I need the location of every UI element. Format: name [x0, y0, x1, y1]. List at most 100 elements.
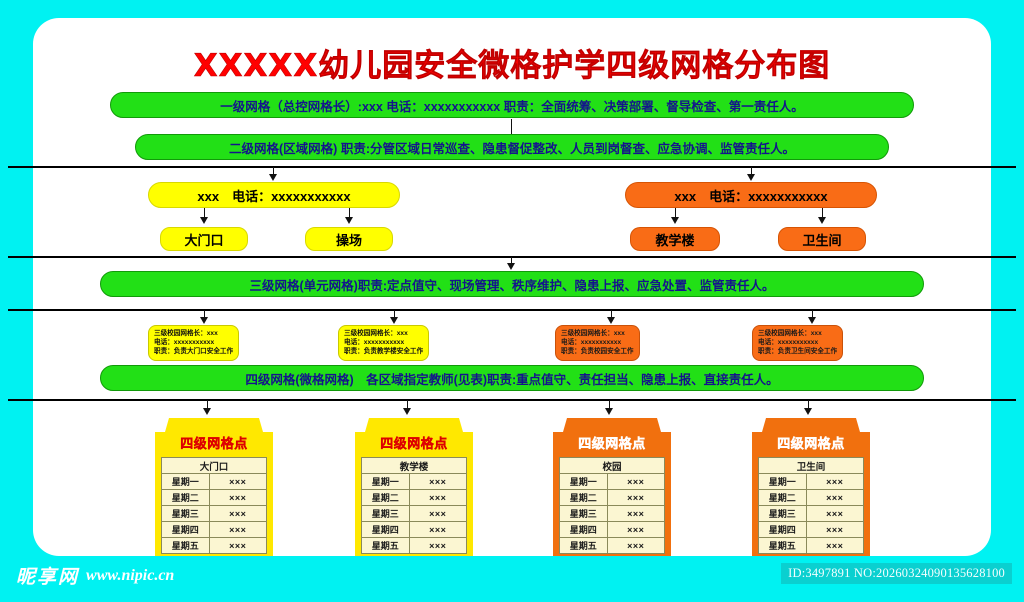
card-2-place: 教学楼 — [361, 457, 467, 474]
card-4-val-1: ××× — [805, 473, 865, 490]
grid-leader-2-line3: 职责：负责教学楼安全工作 — [344, 348, 424, 356]
connector-card-4 — [808, 400, 809, 410]
card-3-day-1: 星期一 — [559, 473, 608, 490]
area-node-restroom: 卫生间 — [778, 227, 866, 251]
arrow-area-4 — [818, 217, 826, 224]
connector-rail2-to-level3 — [511, 257, 512, 265]
arrow-level3 — [507, 263, 515, 270]
grid-leader-box-2: 三级校园网格长：xxx 电话：xxxxxxxxxxx 职责：负责教学楼安全工作 — [338, 325, 430, 361]
card-3-val-4: ××× — [606, 521, 666, 538]
contact-pill-left: xxx 电话：xxxxxxxxxxx — [148, 182, 400, 208]
grid-leader-2-line2: 电话：xxxxxxxxxxx — [344, 339, 405, 347]
contact-pill-right: xxx 电话：xxxxxxxxxxx — [625, 182, 877, 208]
card-3-val-2: ××× — [606, 489, 666, 506]
table-row: 星期五××× — [161, 537, 268, 554]
table-row: 星期二××× — [361, 489, 468, 506]
card-4-place: 卫生间 — [758, 457, 864, 474]
card-3-caption: 四级网格点 — [578, 436, 646, 452]
card-2-val-5: ××× — [408, 537, 468, 554]
card-4-table: 卫生间 星期一××× 星期二××× 星期三××× 星期四××× 星期五××× — [758, 457, 865, 554]
table-row: 星期五××× — [559, 537, 666, 554]
card-2-shield: 四级网格点 教学楼 星期一××× 星期二××× 星期三××× 星期四××× 星期… — [355, 418, 473, 560]
card-4-day-3: 星期三 — [758, 505, 807, 522]
card-2-day-4: 星期四 — [361, 521, 410, 538]
card-1-table: 大门口 星期一××× 星期二××× 星期三××× 星期四××× 星期五××× — [161, 457, 268, 554]
arrow-leader-1 — [200, 317, 208, 324]
card-4-day-1: 星期一 — [758, 473, 807, 490]
arrow-leader-2 — [390, 317, 398, 324]
connector-contactR-a — [675, 208, 676, 219]
card-1-day-3: 星期三 — [161, 505, 210, 522]
site-logo[interactable]: 昵享网 www.nipic.cn — [16, 562, 174, 589]
card-1-shield: 四级网格点 大门口 星期一××× 星期二××× 星期三××× 星期四××× 星期… — [155, 418, 273, 560]
table-row: 校园 — [559, 457, 665, 474]
arrow-area-1 — [200, 217, 208, 224]
table-row: 星期三××× — [758, 505, 865, 522]
arrow-card-1 — [203, 408, 211, 415]
table-row: 星期一××× — [758, 473, 865, 490]
level3-bar: 三级网格(单元网格)职责:定点值守、现场管理、秩序维护、隐患上报、应急处置、监管… — [100, 271, 924, 297]
connector-card-1 — [207, 400, 208, 410]
card-4-day-4: 星期四 — [758, 521, 807, 538]
rail-level3 — [8, 256, 1016, 258]
card-2-val-1: ××× — [408, 473, 468, 490]
table-row: 星期四××× — [559, 521, 666, 538]
grid-leader-box-4: 三级校园网格长：xxx 电话：xxxxxxxxxxx 职责：负责卫生间安全工作 — [752, 325, 844, 361]
arrow-contact-right — [747, 174, 755, 181]
connector-rail1-left — [273, 167, 274, 176]
arrow-leader-3 — [607, 317, 615, 324]
arrow-card-2 — [403, 408, 411, 415]
card-4-val-5: ××× — [805, 537, 865, 554]
card-1-val-1: ××× — [208, 473, 268, 490]
table-row: 教学楼 — [361, 457, 467, 474]
table-row: 大门口 — [161, 457, 267, 474]
table-row: 星期三××× — [361, 505, 468, 522]
connector-card-3 — [609, 400, 610, 410]
grid-leader-4-line2: 电话：xxxxxxxxxxx — [758, 339, 819, 347]
card-3-table: 校园 星期一××× 星期二××× 星期三××× 星期四××× 星期五××× — [559, 457, 666, 554]
level1-bar: 一级网格（总控网格长）:xxx 电话：xxxxxxxxxxx 职责：全面统筹、决… — [110, 92, 914, 118]
grid-point-card-teaching-building: 四级网格点 教学楼 星期一××× 星期二××× 星期三××× 星期四××× 星期… — [355, 418, 473, 560]
grid-point-card-restroom: 四级网格点 卫生间 星期一××× 星期二××× 星期三××× 星期四××× 星期… — [752, 418, 870, 560]
connector-leader-4 — [812, 310, 813, 319]
arrow-card-4 — [804, 408, 812, 415]
grid-leader-box-1: 三级校园网格长：xxx 电话：xxxxxxxxxxx 职责：负责大门口安全工作 — [148, 325, 240, 361]
grid-point-card-gate: 四级网格点 大门口 星期一××× 星期二××× 星期三××× 星期四××× 星期… — [155, 418, 273, 560]
card-2-day-1: 星期一 — [361, 473, 410, 490]
card-4-val-2: ××× — [805, 489, 865, 506]
connector-leader-3 — [611, 310, 612, 319]
table-row: 星期一××× — [161, 473, 268, 490]
grid-leader-1-line1: 三级校园网格长：xxx — [154, 330, 218, 337]
table-row: 星期二××× — [559, 489, 666, 506]
card-1-caption: 四级网格点 — [180, 436, 248, 451]
grid-leader-4-line3: 职责：负责卫生间安全工作 — [758, 348, 838, 356]
card-4-val-4: ××× — [805, 521, 865, 538]
card-1-val-3: ××× — [208, 505, 268, 522]
table-row: 星期四××× — [161, 521, 268, 538]
card-2-day-3: 星期三 — [361, 505, 410, 522]
table-row: 星期一××× — [559, 473, 666, 490]
logo-url: www.nipic.cn — [86, 566, 175, 584]
table-row: 星期三××× — [161, 505, 268, 522]
table-row: 星期一××× — [361, 473, 468, 490]
grid-leader-2-line1: 三级校园网格长：xxx — [344, 330, 408, 337]
card-3-day-2: 星期二 — [559, 489, 608, 506]
grid-leader-3-line1: 三级校园网格长：xxx — [561, 330, 625, 337]
card-2-val-4: ××× — [408, 521, 468, 538]
table-row: 星期四××× — [361, 521, 468, 538]
connector-contactL-b — [349, 208, 350, 219]
connector-rail1-right — [751, 167, 752, 176]
grid-leader-box-3: 三级校园网格长：xxx 电话：xxxxxxxxxxx 职责：负责校园安全工作 — [555, 325, 640, 361]
area-node-playground: 操场 — [305, 227, 393, 251]
card-1-day-1: 星期一 — [161, 473, 210, 490]
card-4-val-3: ××× — [805, 505, 865, 522]
connector-card-2 — [407, 400, 408, 410]
arrow-card-3 — [605, 408, 613, 415]
card-4-caption: 四级网格点 — [777, 436, 845, 452]
card-3-day-3: 星期三 — [559, 505, 608, 522]
page-title: XXXXX幼儿园安全微格护学四级网格分布图 — [193, 48, 831, 85]
card-3-shield: 四级网格点 校园 星期一××× 星期二××× 星期三××× 星期四××× 星期五… — [553, 418, 671, 560]
card-1-day-5: 星期五 — [161, 537, 210, 554]
logo-text: 昵享网 — [16, 566, 80, 588]
